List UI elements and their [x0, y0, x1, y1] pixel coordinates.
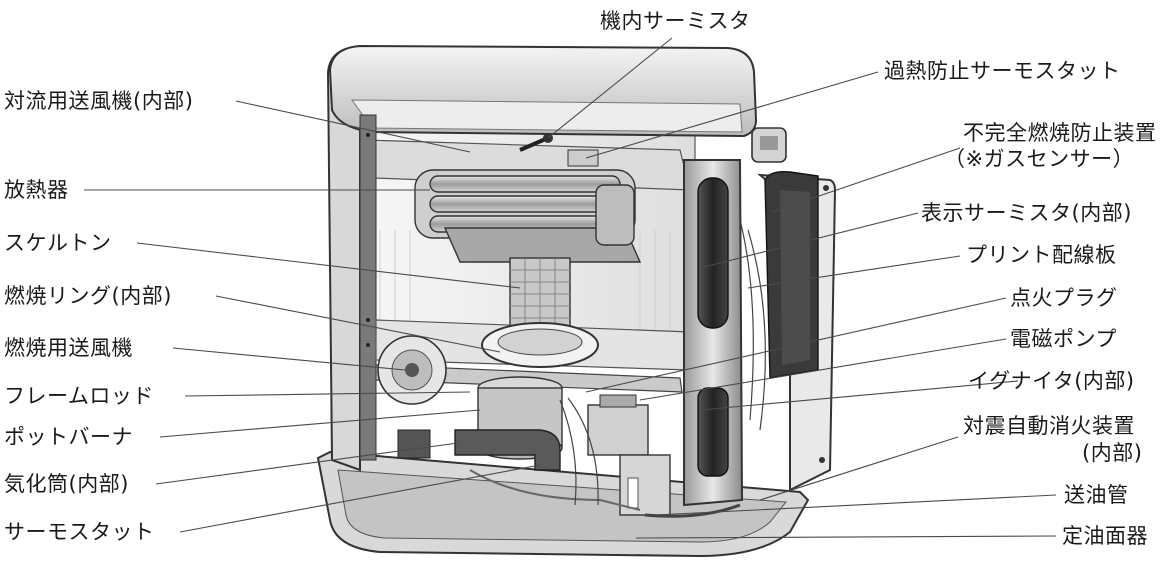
oil-pipe	[644, 503, 741, 518]
upper-display-panel	[697, 177, 729, 329]
radiator	[414, 169, 642, 263]
label-ignitor: イグナイタ(内部)	[968, 369, 1135, 393]
label-display-thermistor: 表示サーミスタ(内部)	[921, 201, 1132, 225]
label-vaporizer: 気化筒(内部)	[4, 472, 129, 496]
label-gas-sensor-note: （※ガスセンサー）	[944, 147, 1135, 171]
label-constant-oil-level-device: 定油面器	[1062, 524, 1148, 548]
label-combustion-fan: 燃焼用送風機	[4, 336, 133, 360]
label-seismic-shutoff-device: 対震自動消火装置	[963, 414, 1135, 438]
label-combustion-ring: 燃焼リング(内部)	[4, 284, 172, 308]
constant-oil-level-device	[619, 454, 671, 516]
label-printed-circuit-board: プリント配線板	[966, 243, 1117, 267]
lower-display-panel	[697, 387, 729, 477]
label-seismic-internal: (内部)	[1082, 441, 1143, 465]
label-radiator: 放熱器	[4, 178, 69, 202]
combustion-fan	[377, 335, 447, 405]
leader-lines	[84, 37, 1057, 539]
combustion-ring	[481, 322, 599, 368]
label-incomplete-combustion-device: 不完全燃焼防止装置	[963, 121, 1157, 145]
vaporizer-pipe	[454, 429, 561, 471]
label-skeleton: スケルトン	[4, 231, 112, 255]
label-internal-thermistor: 機内サーミスタ	[600, 9, 751, 33]
label-electromagnetic-pump: 電磁ポンプ	[1010, 327, 1117, 351]
label-thermostat: サーモスタット	[4, 520, 155, 544]
label-ignition-plug: 点火プラグ	[1010, 286, 1118, 310]
label-overheat-thermostat: 過熱防止サーモスタット	[884, 59, 1121, 83]
label-pot-burner: ポットバーナ	[4, 425, 133, 449]
electromagnetic-pump	[587, 394, 649, 456]
label-convection-fan: 対流用送風機(内部)	[4, 89, 194, 113]
label-oil-supply-pipe: 送油管	[1064, 483, 1129, 507]
label-flame-rod: フレームロッド	[4, 384, 154, 408]
